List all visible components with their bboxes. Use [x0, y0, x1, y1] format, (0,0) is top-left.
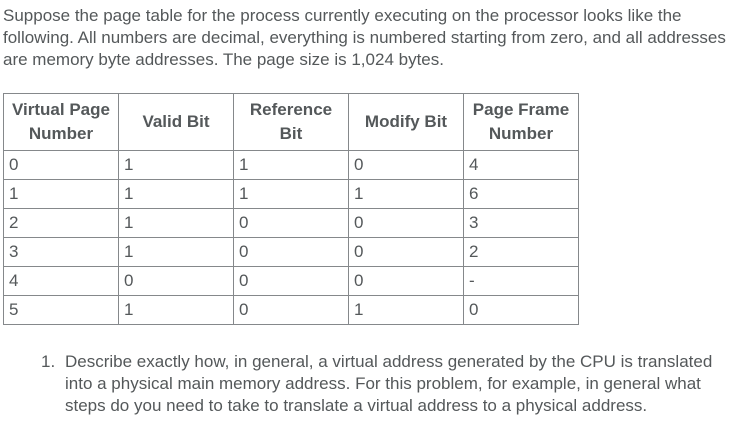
cell-vpn: 5 [3, 295, 119, 325]
cell-vpn: 2 [3, 208, 119, 238]
cell-modify: 1 [348, 179, 464, 209]
cell-modify: 0 [348, 266, 464, 296]
cell-reference: 0 [233, 237, 349, 267]
cell-vpn: 4 [3, 266, 119, 296]
cell-valid: 1 [118, 179, 234, 209]
cell-vpn: 1 [3, 179, 119, 209]
cell-reference: 1 [233, 179, 349, 209]
cell-reference: 1 [233, 150, 349, 180]
cell-frame: 4 [463, 150, 579, 180]
cell-frame: 0 [463, 295, 579, 325]
cell-reference: 0 [233, 266, 349, 296]
col-header-valid-bit: Valid Bit [118, 93, 234, 151]
cell-valid: 0 [118, 266, 234, 296]
cell-valid: 1 [118, 237, 234, 267]
cell-vpn: 3 [3, 237, 119, 267]
table-row: 2 1 0 0 3 [3, 208, 579, 238]
question-item-1: 1. Describe exactly how, in general, a v… [41, 351, 742, 417]
col-header-reference-bit: Reference Bit [233, 93, 349, 151]
cell-vpn: 0 [3, 150, 119, 180]
page-table: Virtual Page Number Valid Bit Reference … [3, 93, 579, 325]
cell-reference: 0 [233, 208, 349, 238]
table-row: 0 1 1 0 4 [3, 150, 579, 180]
table-row: 3 1 0 0 2 [3, 237, 579, 267]
question-text: Describe exactly how, in general, a virt… [65, 352, 713, 415]
cell-valid: 1 [118, 295, 234, 325]
question-number: 1. [41, 352, 56, 371]
cell-reference: 0 [233, 295, 349, 325]
cell-frame: 3 [463, 208, 579, 238]
cell-frame: 6 [463, 179, 579, 209]
table-row: 4 0 0 0 - [3, 266, 579, 296]
cell-frame: - [463, 266, 579, 296]
page-table-header: Virtual Page Number Valid Bit Reference … [3, 93, 579, 151]
page-table-body: 0 1 1 0 4 1 1 1 1 6 2 1 0 0 3 3 [3, 150, 579, 325]
col-header-page-frame-number: Page Frame Number [463, 93, 579, 151]
cell-modify: 0 [348, 150, 464, 180]
intro-paragraph: Suppose the page table for the process c… [3, 6, 726, 69]
col-header-modify-bit: Modify Bit [348, 93, 464, 151]
cell-modify: 0 [348, 208, 464, 238]
cell-modify: 1 [348, 295, 464, 325]
question-list: 1. Describe exactly how, in general, a v… [3, 351, 742, 417]
cell-modify: 0 [348, 237, 464, 267]
table-row: 5 1 0 1 0 [3, 295, 579, 325]
cell-valid: 1 [118, 150, 234, 180]
header-row: Virtual Page Number Valid Bit Reference … [3, 93, 579, 151]
cell-frame: 2 [463, 237, 579, 267]
cell-valid: 1 [118, 208, 234, 238]
col-header-virtual-page-number: Virtual Page Number [3, 93, 119, 151]
table-row: 1 1 1 1 6 [3, 179, 579, 209]
